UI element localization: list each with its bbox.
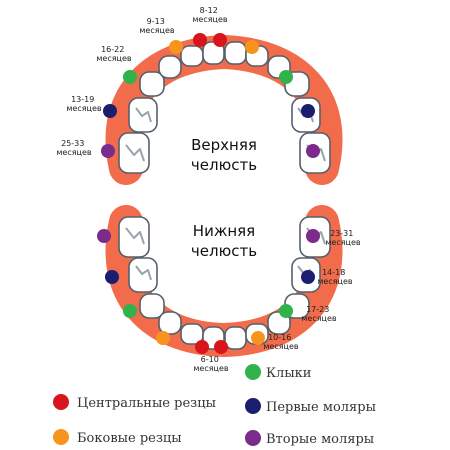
- lower-tooth: [158, 311, 182, 335]
- molar-groove: [125, 227, 145, 245]
- upper-canine-left-dot: [123, 70, 137, 84]
- lower-second-molar-right-dot: [306, 229, 320, 243]
- legend-second-molar-label: Вторые моляры: [266, 432, 374, 447]
- upper-jaw-title-line1: Верхняя: [191, 136, 257, 154]
- lower-jaw-title-line2: челюсть: [191, 242, 257, 260]
- upper-tooth: [139, 71, 165, 97]
- upper-central-age: 8-12 месяцев: [192, 6, 228, 24]
- upper-tooth: [118, 132, 150, 174]
- molar-groove: [125, 144, 145, 162]
- lower-canine-left-dot: [123, 304, 137, 318]
- upper-canine-age: 16-22 месяцев: [96, 45, 132, 63]
- lower-canine-right-dot: [279, 304, 293, 318]
- molar-groove: [135, 265, 152, 281]
- legend-central-label: Центральные резцы: [77, 396, 216, 411]
- lower-second-molar-left-dot: [97, 229, 111, 243]
- lower-first-molar-right-dot: [301, 270, 315, 284]
- upper-jaw-title-line2: челюсть: [191, 156, 257, 174]
- lower-first-molar-age: 14-18 месяцев: [317, 268, 353, 286]
- upper-first-molar-right-dot: [301, 104, 315, 118]
- upper-tooth: [158, 55, 182, 79]
- legend-first-molar-label: Первые моляры: [266, 400, 376, 415]
- lower-tooth: [128, 257, 158, 293]
- lower-central-age: 6-10 месяцев: [193, 355, 229, 373]
- upper-tooth: [180, 45, 204, 67]
- upper-first-molar-age: 13-19 месяцев: [66, 95, 102, 113]
- upper-tooth: [224, 41, 247, 65]
- upper-first-molar-left-dot: [103, 104, 117, 118]
- legend: Клыки Центральные резцы Первые моляры Бо…: [53, 364, 376, 447]
- legend-lateral-label: Боковые резцы: [77, 431, 182, 446]
- legend-canine-label: Клыки: [266, 366, 311, 381]
- lower-second-molar-age: 23-31 месяцев: [325, 229, 361, 247]
- upper-second-molar-age: 25-33 месяцев: [56, 139, 92, 157]
- lower-lateral-age: 10-16 месяцев: [263, 333, 299, 351]
- legend-central-swatch: [53, 394, 69, 410]
- lower-central-right-dot: [214, 340, 228, 354]
- lower-lateral-left-dot: [156, 331, 170, 345]
- legend-canine-swatch: [245, 364, 261, 380]
- legend-second-molar-swatch: [245, 430, 261, 446]
- upper-second-molar-right-dot: [306, 144, 320, 158]
- upper-central-left-dot: [193, 33, 207, 47]
- lower-first-molar-left-dot: [105, 270, 119, 284]
- upper-lateral-left-dot: [169, 40, 183, 54]
- upper-teeth: [118, 41, 331, 174]
- lower-tooth: [224, 326, 247, 350]
- lower-canine-age: 17-23 месяцев: [301, 305, 337, 323]
- lower-jaw-title-line1: Нижняя: [193, 222, 255, 240]
- upper-second-molar-left-dot: [101, 144, 115, 158]
- lower-central-left-dot: [195, 340, 209, 354]
- lower-tooth: [139, 293, 165, 319]
- legend-lateral-swatch: [53, 429, 69, 445]
- lower-lateral-right-dot: [251, 331, 265, 345]
- upper-lateral-age: 9-13 месяцев: [139, 17, 175, 35]
- legend-first-molar-swatch: [245, 398, 261, 414]
- upper-canine-right-dot: [279, 70, 293, 84]
- upper-central-right-dot: [213, 33, 227, 47]
- molar-groove: [135, 107, 152, 123]
- upper-lateral-right-dot: [245, 40, 259, 54]
